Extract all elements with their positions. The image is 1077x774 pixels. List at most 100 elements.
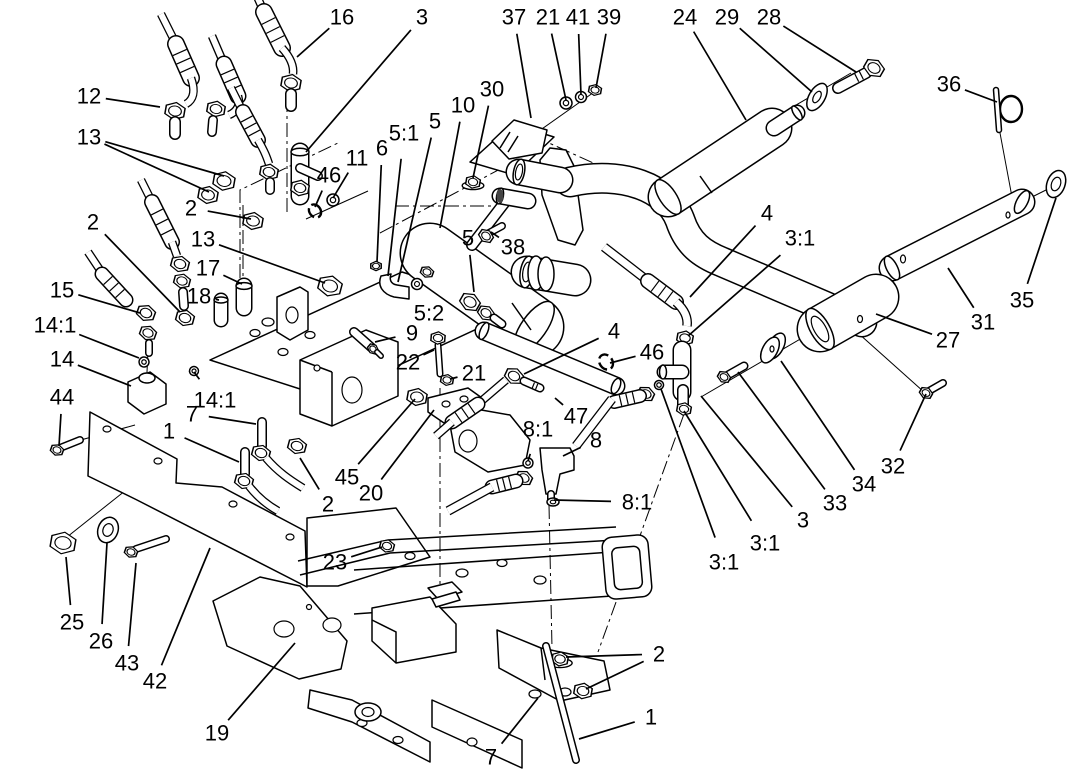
- leader-line: [490, 231, 500, 239]
- hex-nut: [164, 101, 186, 121]
- hex-nut: [258, 163, 280, 181]
- callout-label: 23: [323, 550, 347, 575]
- callout-label: 14:1: [34, 313, 77, 338]
- callout-label: 28: [757, 5, 781, 30]
- leader-line: [296, 27, 330, 58]
- callout-label: 15: [50, 278, 74, 303]
- leader-line: [562, 446, 582, 457]
- bolt-44-head: [49, 444, 65, 456]
- jam-nut-13: [197, 185, 219, 205]
- phantom-line: [597, 413, 685, 653]
- callout-25: 25: [60, 556, 84, 635]
- callout-label: 9: [406, 321, 418, 346]
- nut-30: [464, 175, 482, 189]
- leader-line: [193, 371, 201, 380]
- o-ring-14-1: [188, 365, 200, 377]
- callout-label: 8: [590, 428, 602, 453]
- washer-5-2: [410, 277, 424, 291]
- callout-1: 1: [578, 705, 657, 740]
- leader-line: [215, 298, 220, 301]
- callout-2: 2: [87, 210, 181, 313]
- callout-3-1: 3:1: [660, 388, 739, 575]
- bolt-38-head: [477, 228, 495, 244]
- callout-label: 45: [335, 465, 359, 490]
- link-plate: [539, 147, 584, 246]
- leader-line: [127, 562, 137, 647]
- leader-line: [472, 105, 490, 179]
- callout-11: 11: [332, 146, 368, 199]
- callout-label: 46: [640, 340, 664, 365]
- callout-label: 20: [359, 481, 383, 506]
- leader-line: [585, 660, 645, 690]
- phantom-box: [379, 142, 661, 234]
- callout-28: 28: [757, 5, 857, 73]
- callout-label: 1: [163, 419, 175, 444]
- callout-6: 6: [376, 136, 388, 263]
- callout-label: 18: [187, 284, 211, 309]
- callout-label: 5:2: [414, 301, 445, 326]
- leader-line: [58, 413, 62, 447]
- leader-line: [578, 721, 635, 740]
- callout-21: 21: [449, 361, 486, 386]
- callout-label: 14:1: [194, 388, 237, 413]
- callout-14-1: 14:1: [34, 313, 140, 359]
- leader-line: [500, 697, 539, 745]
- callout-label: 5: [429, 109, 441, 134]
- nut-45: [406, 387, 428, 407]
- leader-line: [439, 121, 461, 229]
- callout-7: 7: [485, 697, 539, 770]
- leader-line: [350, 546, 383, 558]
- leader-line: [899, 393, 927, 451]
- callout-37: 37: [502, 5, 532, 119]
- diagram-static-art: [58, 72, 1049, 769]
- leader-line: [357, 398, 416, 465]
- callout-label: 21: [536, 5, 560, 30]
- leader-line: [689, 224, 757, 298]
- o-ring-14-1: [138, 356, 150, 368]
- callout-9: 9: [374, 321, 418, 346]
- draft-arm: [554, 162, 878, 338]
- callout-45: 45: [335, 398, 416, 490]
- snap-ring-46: [597, 353, 615, 371]
- leader-line: [101, 542, 108, 625]
- elbow-5-1: [379, 273, 410, 300]
- callout-label: 38: [501, 235, 525, 260]
- hex-nut: [233, 472, 255, 490]
- leader-line: [184, 437, 240, 463]
- callout-39: 39: [595, 5, 621, 89]
- callout-label: 13: [191, 227, 215, 252]
- ferrule-6: [370, 260, 382, 272]
- callout-label: 7: [485, 745, 497, 770]
- callout-label: 32: [881, 454, 905, 479]
- callout-label: 2: [87, 210, 99, 235]
- leader-line: [105, 97, 161, 108]
- callout-label: 7: [186, 402, 198, 427]
- leader-line: [208, 415, 257, 425]
- callout-8: 8: [562, 428, 602, 457]
- callout-46: 46: [609, 340, 664, 365]
- callout-22: 22: [396, 349, 435, 375]
- callout-label: 34: [852, 472, 876, 497]
- callout-label: 47: [564, 404, 588, 429]
- leader-line: [947, 267, 975, 309]
- callout-32: 32: [881, 393, 927, 479]
- callout-33: 33: [737, 371, 847, 516]
- bolt-2: [550, 651, 570, 667]
- callout-5: 5: [397, 109, 441, 283]
- washer-35: [1045, 169, 1067, 199]
- callout-label: 22: [396, 350, 420, 375]
- callout-label: 29: [715, 5, 739, 30]
- axis-line: [999, 132, 1013, 198]
- leader-line: [207, 210, 252, 220]
- callout-label: 25: [60, 610, 84, 635]
- callout-29: 29: [715, 5, 813, 93]
- callout-label: 42: [143, 669, 167, 694]
- leader-line: [780, 360, 856, 471]
- callout-43: 43: [115, 562, 139, 676]
- washer-29: [806, 82, 828, 112]
- callout-46: 46: [314, 163, 341, 208]
- callout-10: 10: [439, 93, 475, 229]
- callout-14: 14: [50, 347, 132, 387]
- axis-line: [857, 332, 925, 393]
